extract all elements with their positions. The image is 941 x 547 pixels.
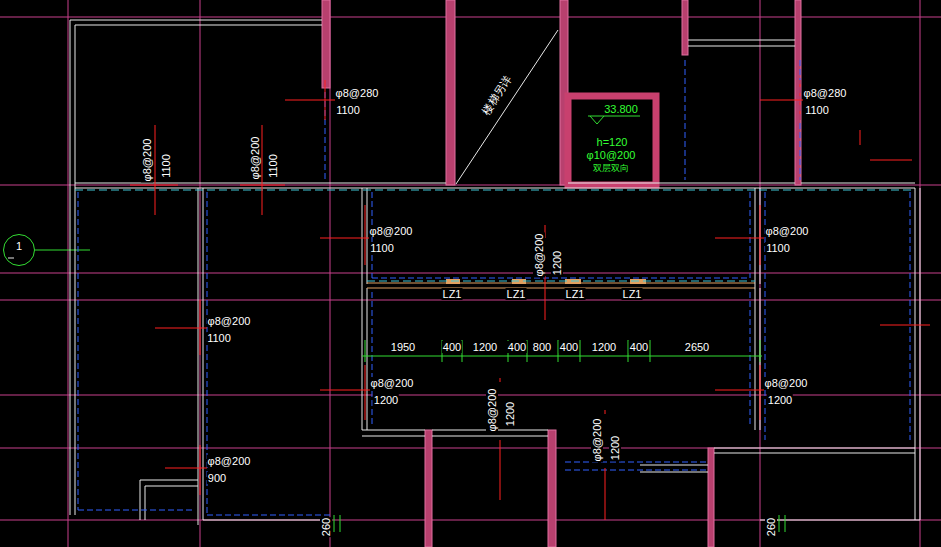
rebar-spec: φ8@200 (207, 455, 252, 467)
stair-line (456, 30, 558, 184)
rebar-spec: 1100 (335, 104, 361, 116)
rebar-spec: φ8@200 (369, 225, 414, 237)
rebar-spec: 1100 (160, 153, 172, 179)
dimension-text: 400 (507, 341, 527, 353)
rebar-spec: φ8@200 (249, 136, 261, 181)
column-tag: LZ1 (565, 288, 586, 300)
rebar-spec: φ8@280 (803, 87, 848, 99)
dimension-text: 800 (532, 341, 552, 353)
rebar-spec: 260 (765, 517, 777, 537)
rebar-spec: φ8@200 (533, 233, 545, 278)
rebar-spec: 1100 (804, 104, 830, 116)
rebar-spec: φ8@200 (141, 138, 153, 183)
dimension-line (334, 340, 785, 532)
rebar-spec: 1200 (504, 401, 516, 427)
slab-note: 33.800 (603, 103, 639, 115)
dimension-text: 400 (442, 341, 462, 353)
dimension-text: 1950 (390, 341, 416, 353)
stair-note: 楼梯另详 (479, 72, 514, 117)
dimension-text: 1200 (472, 341, 498, 353)
rebar-spec: 1100 (267, 153, 279, 179)
grid-number: 1 (16, 240, 22, 252)
rebar-spec: φ8@200 (591, 418, 603, 463)
column-tag: LZ1 (442, 288, 463, 300)
slab-note: 双层双向 (592, 163, 630, 173)
slab-note: φ10@200 (586, 149, 637, 161)
rebar-spec: φ8@200 (370, 377, 415, 389)
column-tag: LZ1 (622, 288, 643, 300)
slab-opening (568, 96, 656, 185)
slab-note: h=120 (596, 136, 629, 148)
rebar-spec: φ8@280 (335, 87, 380, 99)
rebar-spec: 900 (207, 472, 227, 484)
rebar-spec: 1100 (369, 242, 395, 254)
rebar-spec: φ8@200 (765, 225, 810, 237)
dimension-text: 400 (629, 341, 649, 353)
grid-bubble-dash (8, 258, 14, 259)
dimension-text: 2650 (684, 341, 710, 353)
rebar-spec: 1100 (206, 332, 232, 344)
grid-bubble: 1 (3, 234, 35, 266)
rebar-spec: 1100 (765, 242, 791, 254)
beam-lines (78, 60, 910, 515)
rebar-spec: 1200 (551, 250, 563, 276)
dimension-text: 1200 (591, 341, 617, 353)
rebar-spec: 260 (320, 517, 332, 537)
rebar-leaders (130, 80, 930, 520)
rebar-spec: 1200 (767, 394, 793, 406)
rebar-spec: φ8@200 (207, 315, 252, 327)
rebar-spec: φ8@200 (486, 388, 498, 433)
rebar-spec: 1200 (373, 394, 399, 406)
shear-walls (322, 0, 801, 547)
wall-outlines (70, 20, 920, 525)
column-tag: LZ1 (506, 288, 527, 300)
elevation-mark (588, 116, 640, 124)
slab-edges (75, 190, 915, 281)
rebar-spec: φ8@200 (764, 377, 809, 389)
dimension-text: 400 (559, 341, 579, 353)
rebar-spec: 1200 (609, 435, 621, 461)
